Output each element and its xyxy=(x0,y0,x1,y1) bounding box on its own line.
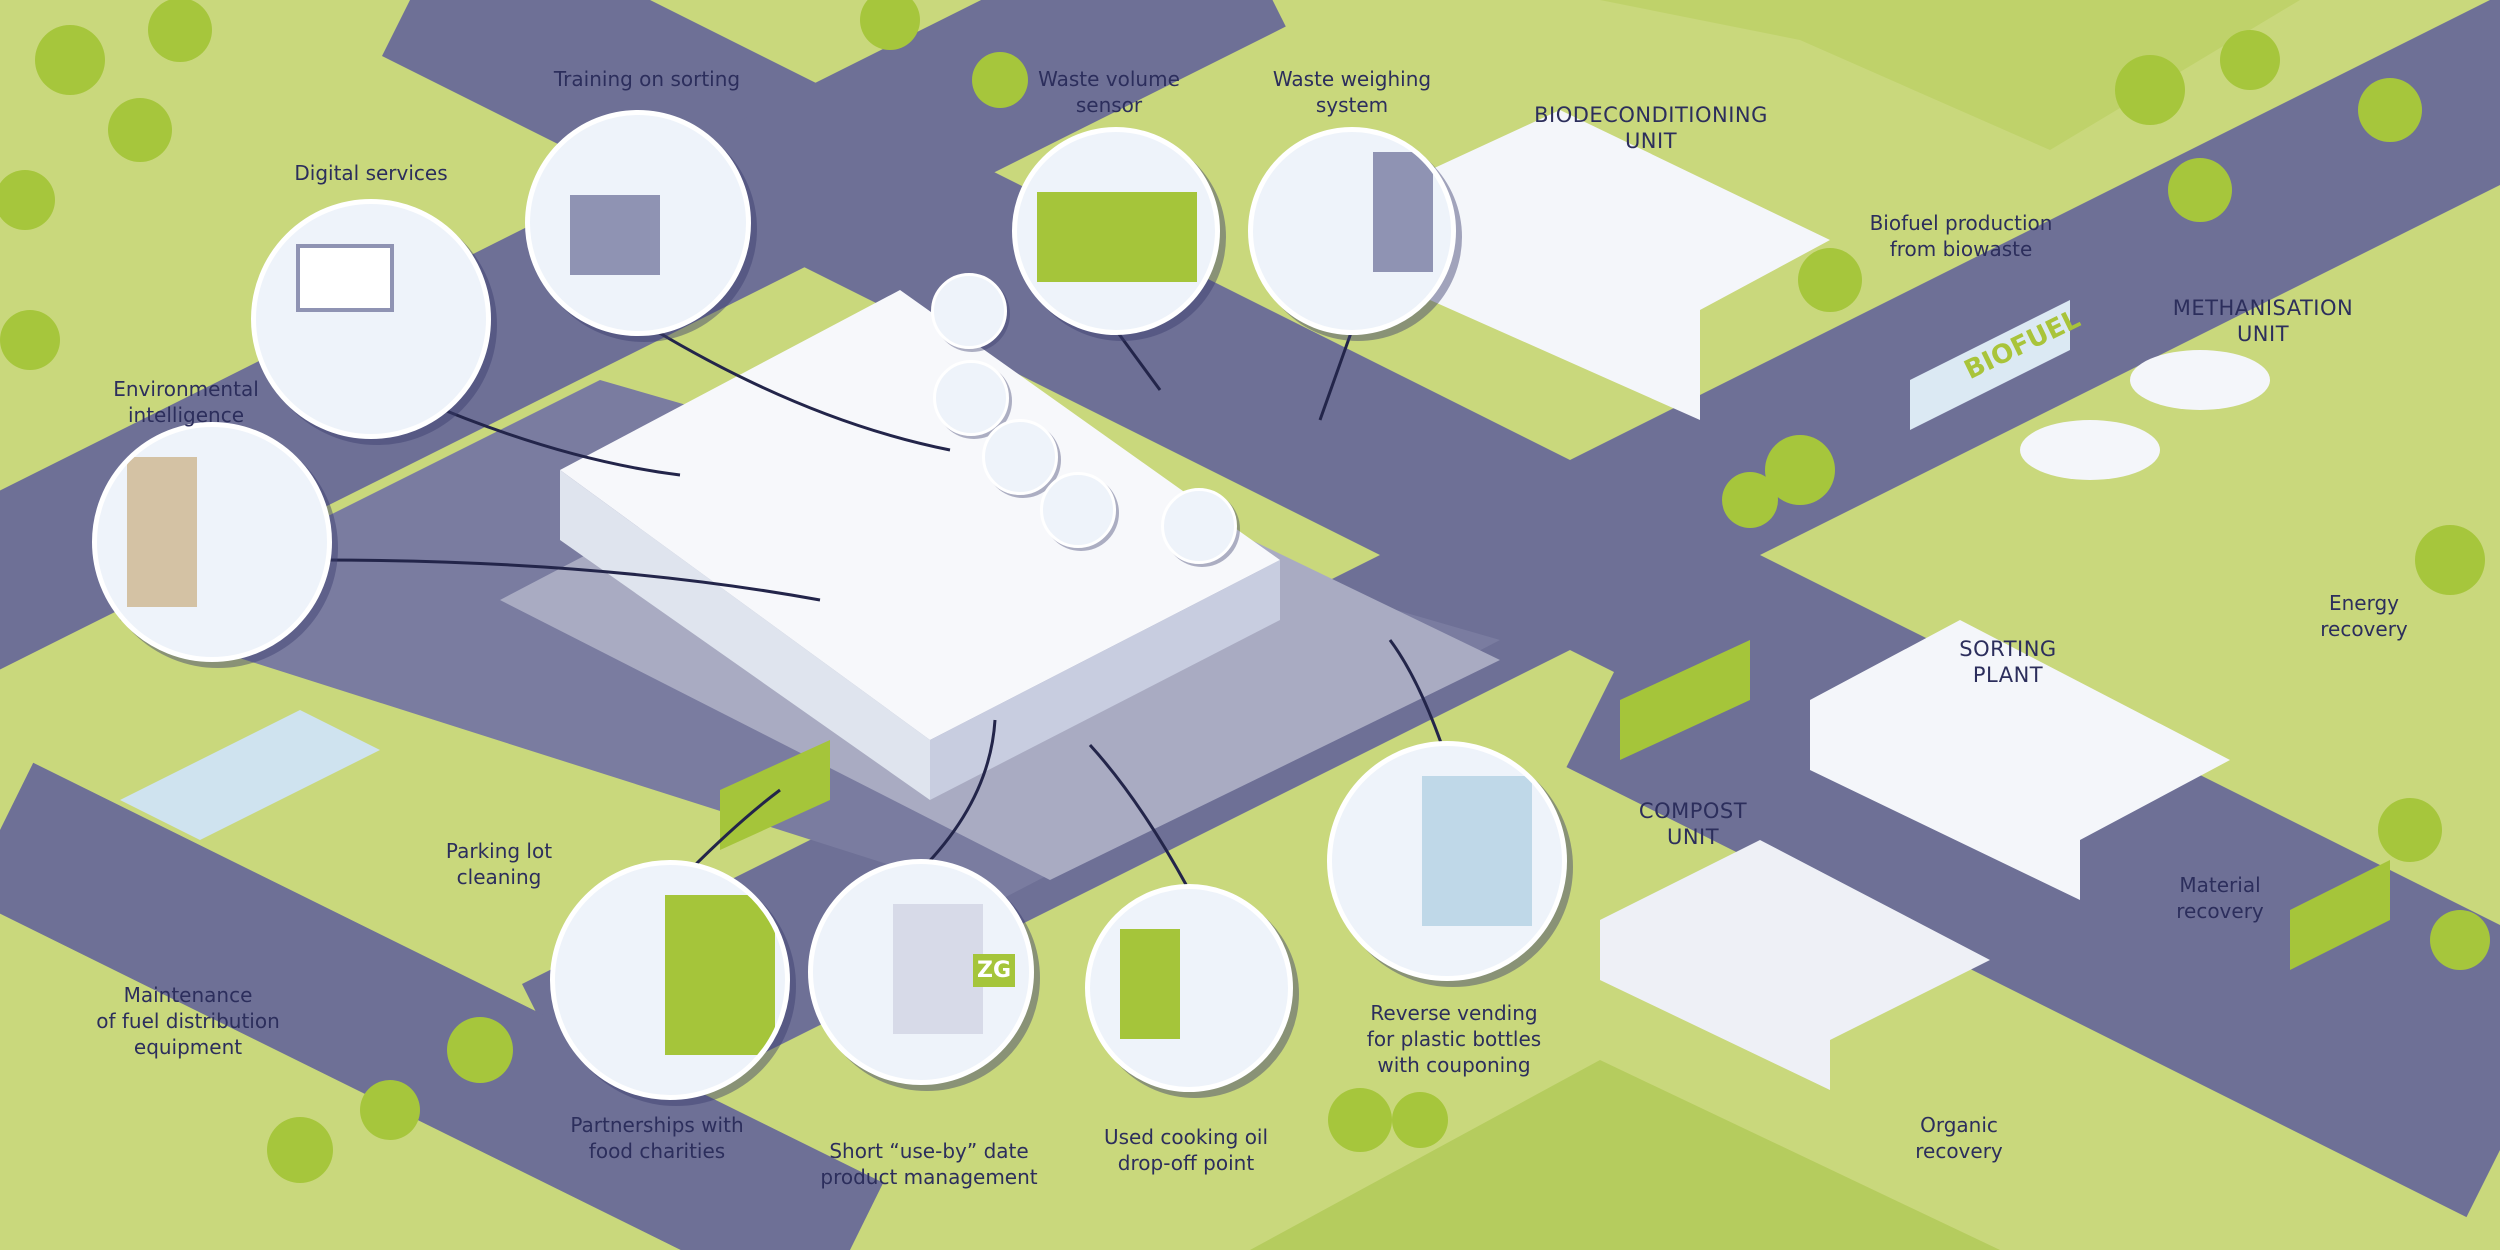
store-roof xyxy=(560,290,1280,740)
label-reverse-vending: Reverse vending for plastic bottles with… xyxy=(1366,1001,1542,1077)
plastic-bottle-icon xyxy=(982,419,1058,495)
label-environmental-intelligence: Environmental intelligence xyxy=(113,377,259,427)
shelf-icon xyxy=(893,904,983,1034)
green-truck xyxy=(1620,640,1750,760)
label-charities: Partnerships with food charities xyxy=(570,1113,744,1163)
training-bubble xyxy=(525,110,751,336)
crop-field-bottom xyxy=(1250,1060,2000,1250)
label-biodeconditioning: BIODECONDITIONING UNIT xyxy=(1534,103,1768,153)
environmental-intelligence-bubble xyxy=(92,422,332,662)
waste-weighing-bubble xyxy=(1248,127,1456,335)
biodeconditioning-building xyxy=(1430,110,1830,420)
label-fuel-maintenance: Maintenance of fuel distribution equipme… xyxy=(96,983,280,1059)
reverse-vending-bubble xyxy=(1327,741,1567,981)
biofuel-truck xyxy=(1910,300,2070,430)
charities-bubble xyxy=(550,860,790,1100)
apple-core-icon xyxy=(933,360,1009,436)
trash-bag-icon xyxy=(1040,472,1116,548)
road-right xyxy=(1566,632,2500,1218)
label-waste-weighing: Waste weighing system xyxy=(1272,67,1432,117)
bins-icon xyxy=(570,195,660,275)
methanisation-tank xyxy=(2130,350,2270,410)
label-digital-services: Digital services xyxy=(294,161,448,185)
label-biofuel-production: Biofuel production from biowaste xyxy=(1869,211,2053,261)
label-cooking-oil: Used cooking oil drop-off point xyxy=(1103,1125,1269,1175)
charity-truck-icon xyxy=(665,895,775,1055)
store-logo: ZG xyxy=(973,954,1016,987)
label-training: Training on sorting xyxy=(553,67,741,91)
cardboard-icon xyxy=(931,273,1007,349)
label-energy-recovery: Energy recovery xyxy=(2320,591,2408,641)
cooking-oil-bubble xyxy=(1085,884,1293,1092)
store-side xyxy=(930,560,1280,800)
oil-dropoff-icon xyxy=(1120,929,1180,1039)
label-methanisation: METHANISATION UNIT xyxy=(2172,296,2354,346)
trees xyxy=(0,0,2490,1183)
fuel-station-canopy xyxy=(120,710,380,840)
vending-machine-icon xyxy=(1422,776,1532,926)
road-bottom xyxy=(0,762,884,1250)
green-truck xyxy=(2290,860,2390,970)
waste-volume-bubble xyxy=(1012,127,1220,335)
screen-icon xyxy=(296,244,394,312)
use-by-bubble: ZG xyxy=(808,859,1034,1085)
store-front xyxy=(560,470,930,800)
methanisation-tank xyxy=(2020,420,2160,480)
label-organic-recovery: Organic recovery xyxy=(1915,1113,2003,1163)
sorting-plant-building xyxy=(1810,620,2230,900)
shelf-icon xyxy=(127,457,197,607)
container-icon xyxy=(1037,192,1197,282)
crop-field-top xyxy=(1600,0,2300,150)
callout-lines xyxy=(319,318,1449,891)
pallet-icon xyxy=(1161,488,1237,564)
compost-unit-building xyxy=(1600,840,1990,1090)
label-waste-volume: Waste volume sensor xyxy=(1038,67,1180,117)
truck-icon xyxy=(1373,152,1433,272)
label-parking-cleaning: Parking lot cleaning xyxy=(445,839,553,889)
label-sorting-plant: SORTING PLANT xyxy=(1959,637,2057,687)
label-material-recovery: Material recovery xyxy=(2176,873,2264,923)
label-use-by: Short “use-by” date product management xyxy=(820,1139,1038,1189)
digital-services-bubble xyxy=(251,199,491,439)
label-compost-unit: COMPOST UNIT xyxy=(1638,799,1748,849)
